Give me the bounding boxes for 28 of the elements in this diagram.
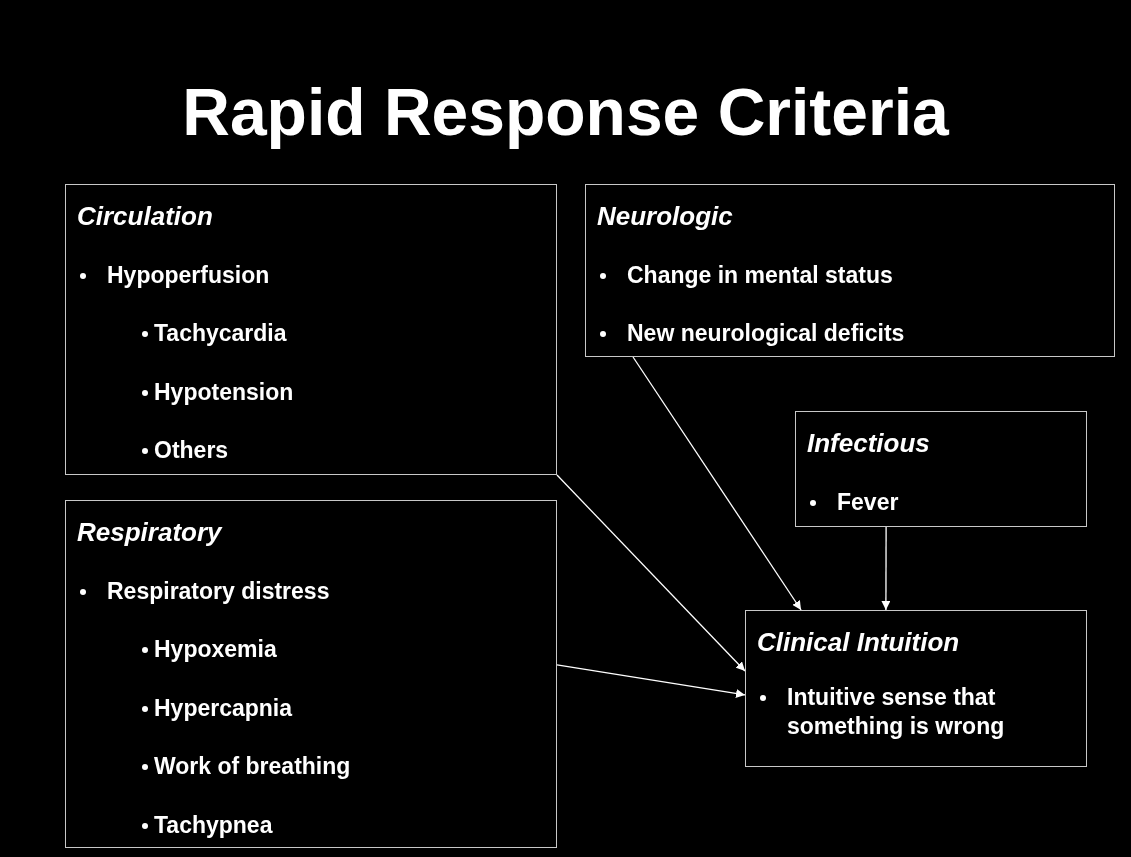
category-heading: Infectious bbox=[807, 428, 930, 458]
criteria-box bbox=[65, 184, 557, 475]
criterion-text: Hypotension bbox=[154, 378, 295, 407]
criterion-text: New neurological deficits bbox=[627, 319, 906, 348]
arrow bbox=[881, 526, 891, 611]
criterion-text: Work of breathing bbox=[154, 752, 352, 781]
criterion-text: Tachycardia bbox=[154, 319, 288, 348]
arrow bbox=[556, 474, 746, 672]
criteria-box bbox=[585, 184, 1115, 357]
criteria-box bbox=[795, 411, 1087, 527]
arrow bbox=[556, 664, 746, 698]
criteria-box bbox=[65, 500, 557, 848]
category-heading: Respiratory bbox=[77, 517, 222, 547]
criterion-text: Hypoxemia bbox=[154, 635, 278, 664]
criterion-text: Hypercapnia bbox=[154, 694, 294, 723]
criterion-text: Respiratory distress bbox=[107, 577, 331, 606]
category-heading: Clinical Intuition bbox=[757, 627, 960, 657]
title: Rapid Response Criteria bbox=[181, 74, 950, 151]
criterion-text: Change in mental status bbox=[627, 261, 894, 290]
criterion-text: Others bbox=[154, 436, 230, 465]
arrow bbox=[632, 356, 802, 611]
category-heading: Neurologic bbox=[597, 201, 733, 231]
criterion-text: Fever bbox=[837, 488, 900, 517]
criterion-text: Tachypnea bbox=[154, 811, 274, 840]
criterion-text: Intuitive sense that something is wrong bbox=[787, 683, 1006, 741]
criterion-text: Hypoperfusion bbox=[107, 261, 271, 290]
category-heading: Circulation bbox=[77, 201, 213, 231]
criteria-box bbox=[745, 610, 1087, 767]
